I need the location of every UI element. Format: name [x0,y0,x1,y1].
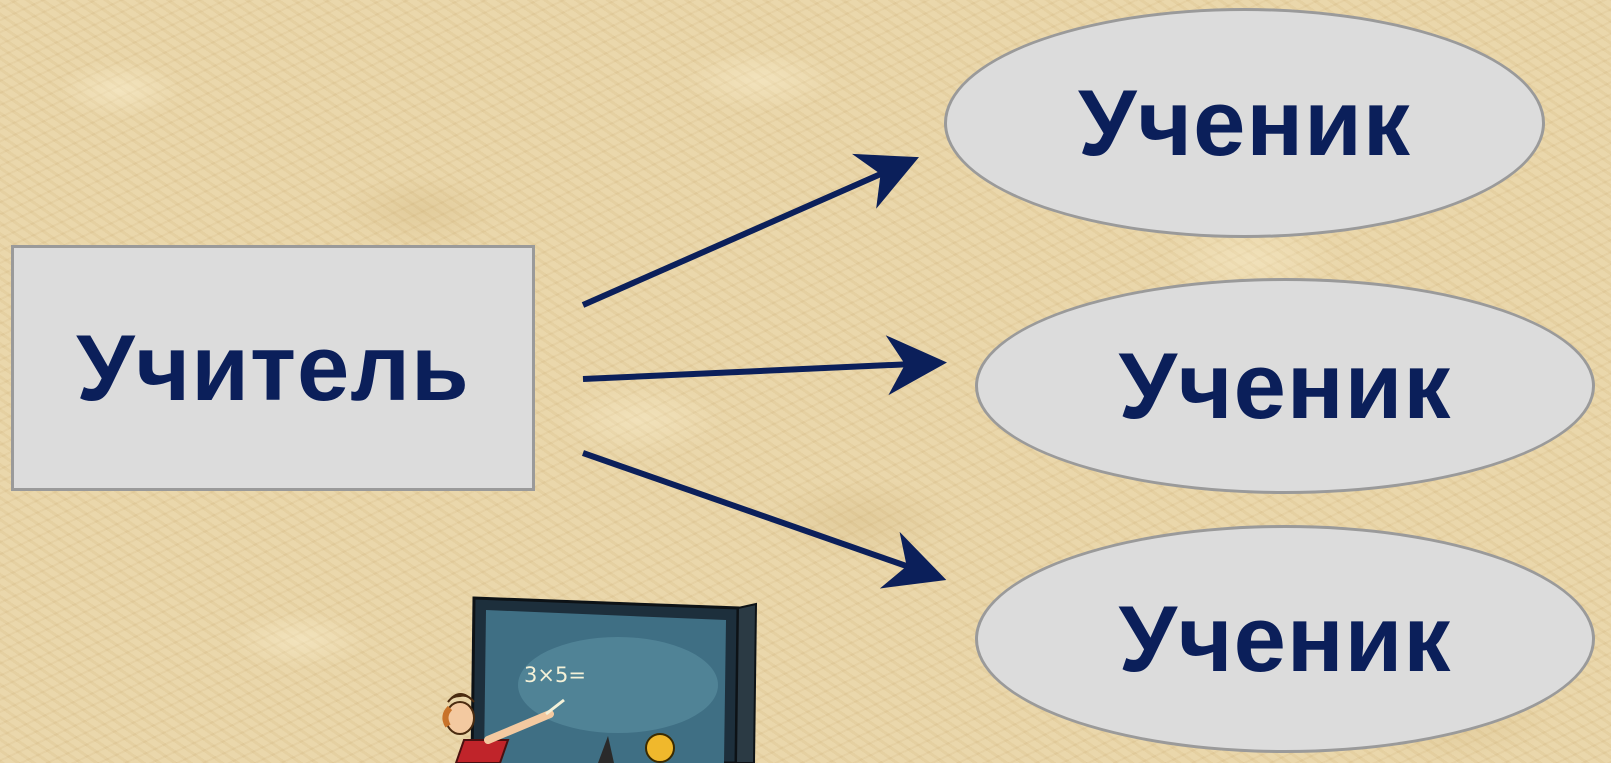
student-node-2: Ученик [975,278,1595,494]
student-label-3: Ученик [1119,592,1452,686]
student-label-1: Ученик [1078,76,1411,170]
student-node-1: Ученик [944,8,1545,238]
student-node-3: Ученик [975,525,1595,753]
arrow-to-student-3 [583,453,935,576]
arrow-to-student-1 [583,162,908,305]
teacher-label: Учитель [76,321,470,415]
teacher-at-chalkboard-icon: 3×5= [438,590,768,763]
board-formula: 3×5= [524,663,586,687]
teacher-node: Учитель [11,245,535,491]
student-label-2: Ученик [1119,339,1452,433]
arrow-to-student-2 [583,363,935,379]
